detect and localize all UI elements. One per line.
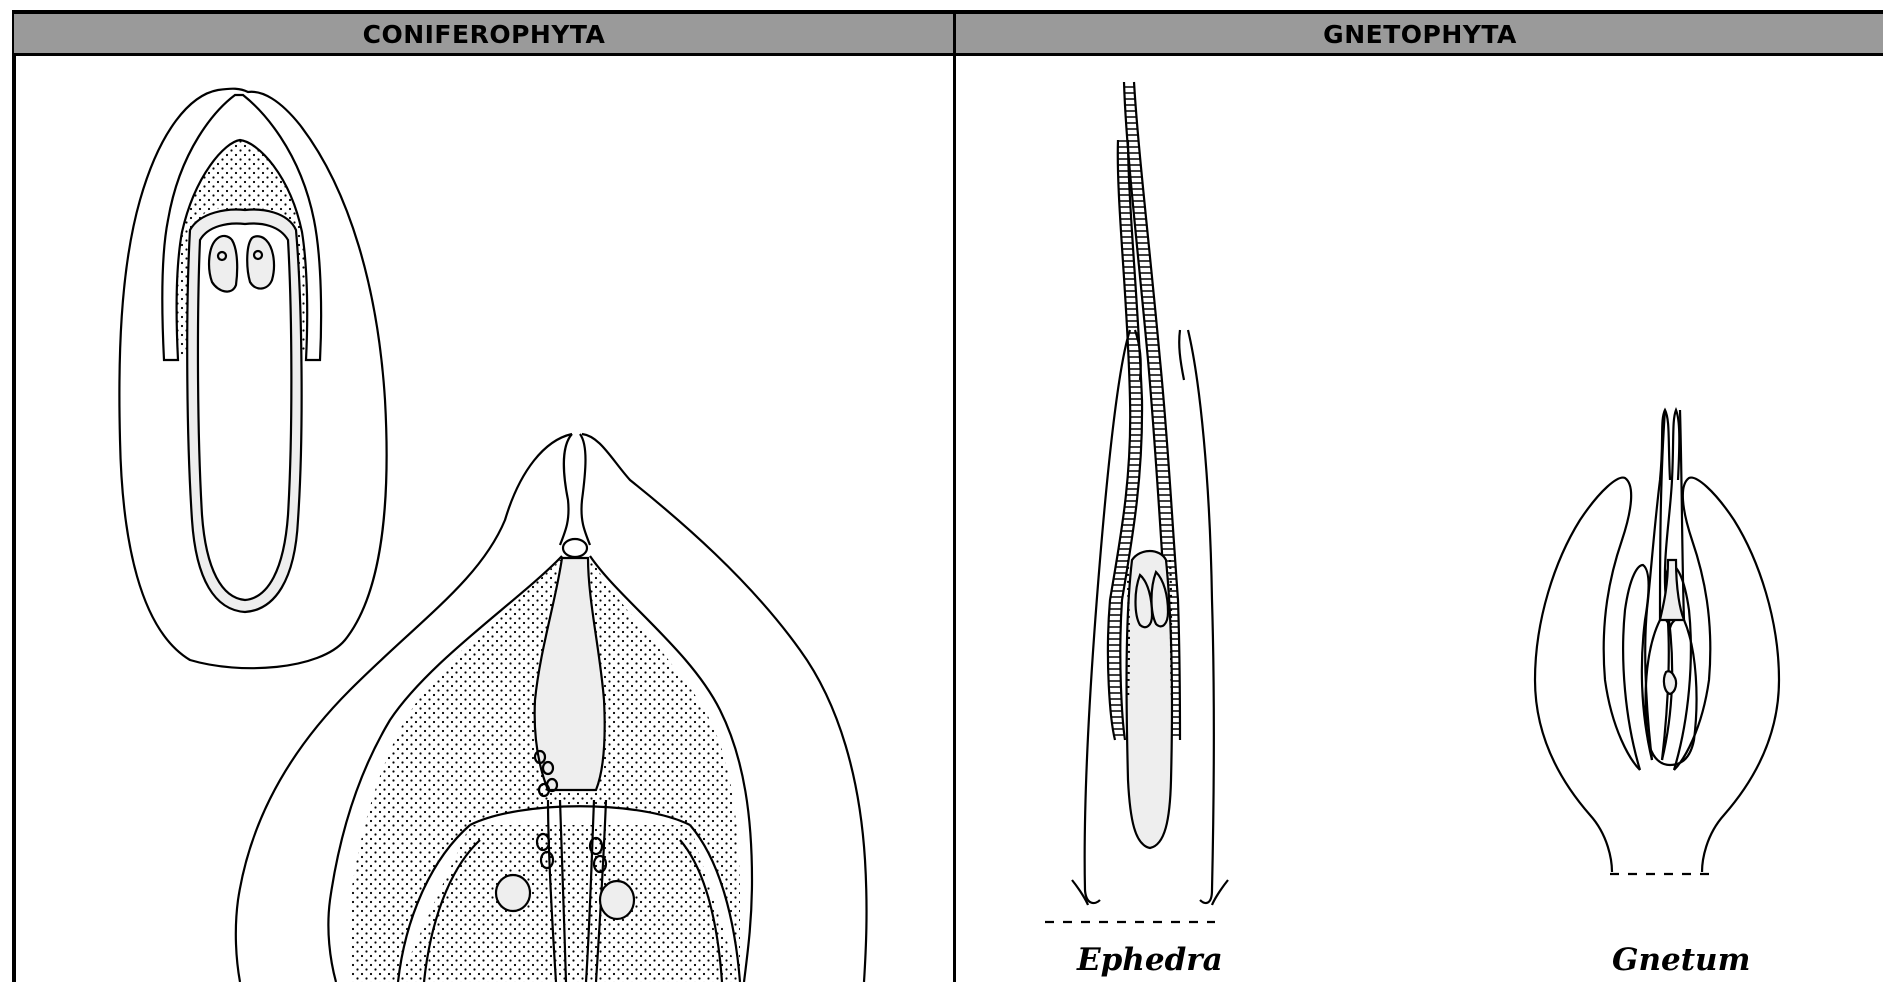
conifer-ovule-small bbox=[119, 89, 386, 669]
gnetum-ovule bbox=[1535, 410, 1779, 874]
caption-gnetum: Gnetum bbox=[1612, 942, 1750, 978]
nucellus-beak-gnetum bbox=[1660, 560, 1684, 620]
embryo-sac-gnetum bbox=[1664, 671, 1676, 694]
bracts-ephedra bbox=[1072, 880, 1228, 905]
middle-integument-gnetum bbox=[1623, 565, 1691, 770]
outer-envelope-gnetum bbox=[1535, 478, 1779, 872]
conifer-ovule-large bbox=[236, 434, 867, 982]
micropyle-right bbox=[580, 434, 590, 545]
ephedra-ovule bbox=[1045, 82, 1228, 922]
micropyle-left bbox=[560, 434, 572, 545]
pollen-chamber bbox=[563, 539, 587, 557]
archegonium-large-right bbox=[600, 881, 634, 919]
archegonium-right bbox=[247, 236, 274, 288]
archegonium-large-left bbox=[496, 875, 530, 911]
caption-ephedra: Ephedra bbox=[1077, 942, 1223, 978]
archegonium-left bbox=[209, 236, 237, 292]
